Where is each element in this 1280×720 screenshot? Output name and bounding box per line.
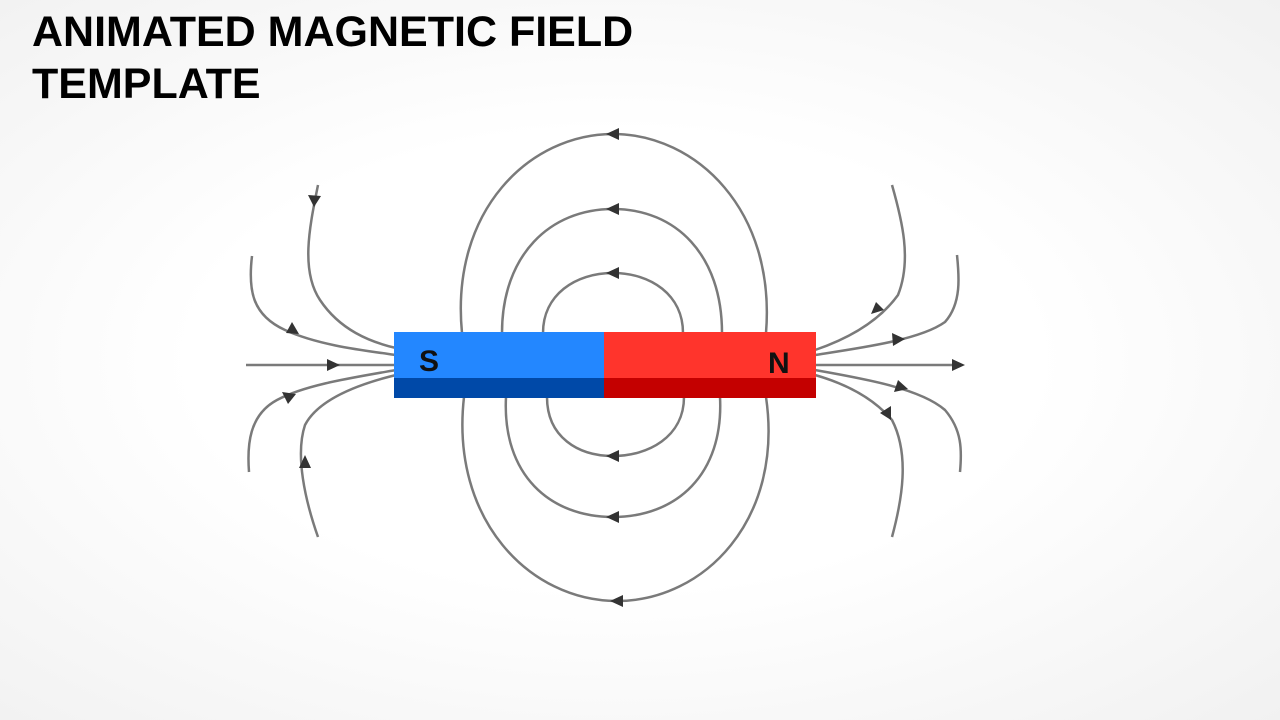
arrow-left-icon xyxy=(606,450,619,462)
south-pole-shadow xyxy=(394,378,604,398)
south-pole-label: S xyxy=(419,345,439,378)
arrow-left-icon xyxy=(606,511,619,523)
field-line-right-1 xyxy=(814,184,907,352)
arrow-right-icon xyxy=(894,380,908,392)
field-line-left-5 xyxy=(299,373,397,538)
arrow-left-icon xyxy=(606,203,619,215)
arrow-right-icon xyxy=(892,333,905,346)
field-line-right-4 xyxy=(814,368,963,473)
bar-magnet: S N xyxy=(394,332,816,398)
arrow-left-icon xyxy=(606,128,619,140)
slide-title: ANIMATED MAGNETIC FIELD TEMPLATE xyxy=(32,6,792,110)
field-line-left-4 xyxy=(247,368,397,473)
field-line-left-1 xyxy=(307,184,397,350)
field-line-top-outer xyxy=(459,132,769,334)
north-pole xyxy=(604,332,816,378)
field-arrows xyxy=(282,128,965,607)
arrow-right-icon xyxy=(871,302,884,314)
arrow-left-icon xyxy=(610,595,623,607)
north-pole-shadow xyxy=(604,378,816,398)
arrow-right-icon xyxy=(952,359,965,371)
arrow-right-icon xyxy=(282,392,296,404)
field-line-top-inner xyxy=(541,271,685,334)
arrow-right-icon xyxy=(880,406,891,420)
arrow-right-icon xyxy=(327,359,340,371)
field-line-right-5 xyxy=(814,373,904,538)
field-lines xyxy=(246,132,963,603)
arrow-up-icon xyxy=(299,455,311,468)
arrow-left-icon xyxy=(606,267,619,279)
south-pole xyxy=(394,332,604,378)
title-line-2: TEMPLATE xyxy=(32,60,261,108)
field-line-bottom-inner xyxy=(545,396,686,458)
field-line-right-2 xyxy=(814,254,960,357)
title-line-1: ANIMATED MAGNETIC FIELD xyxy=(32,8,634,56)
arrow-down-icon xyxy=(308,195,321,207)
field-line-left-2 xyxy=(249,255,397,357)
north-pole-label: N xyxy=(768,347,790,380)
arrow-right-icon xyxy=(286,322,299,334)
